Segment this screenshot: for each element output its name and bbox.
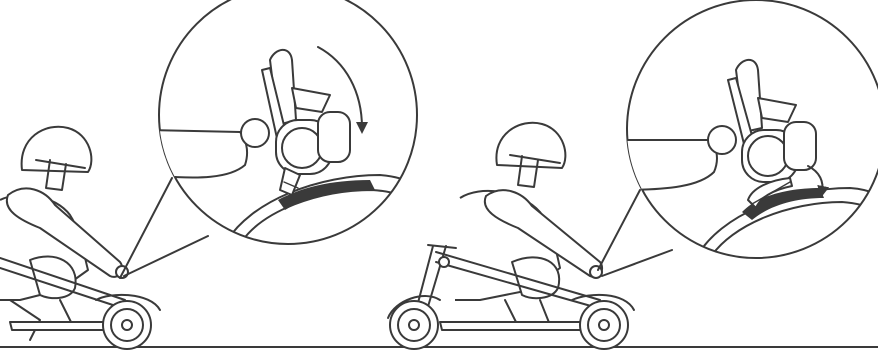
panel-1-rotation-arrow: [317, 46, 368, 134]
panel-1-helmet: [20, 125, 93, 191]
panel-1-zoom-detail: [159, 48, 417, 244]
panel-1-knee: [29, 255, 77, 300]
panel-1-stem: [0, 257, 126, 301]
panel-2-release-arrow: [807, 165, 830, 198]
panel-1-fender: [95, 293, 161, 311]
panel-2-zoom-detail: [627, 58, 878, 258]
panel-2-stem: [435, 251, 601, 301]
panel-2-person-folding-scooter: [387, 121, 635, 350]
panel-2-rear-wheel: [579, 300, 629, 350]
panel-1-callout: [119, 0, 418, 279]
panel-1-rear-wheel: [102, 300, 152, 350]
panel-2-front-wheel: [389, 300, 439, 350]
panel-2-deck: [439, 321, 601, 331]
panel-2-callout: [597, 0, 878, 277]
panel-1-person-folding-scooter: [0, 125, 161, 350]
panel-2-helmet: [495, 121, 567, 188]
